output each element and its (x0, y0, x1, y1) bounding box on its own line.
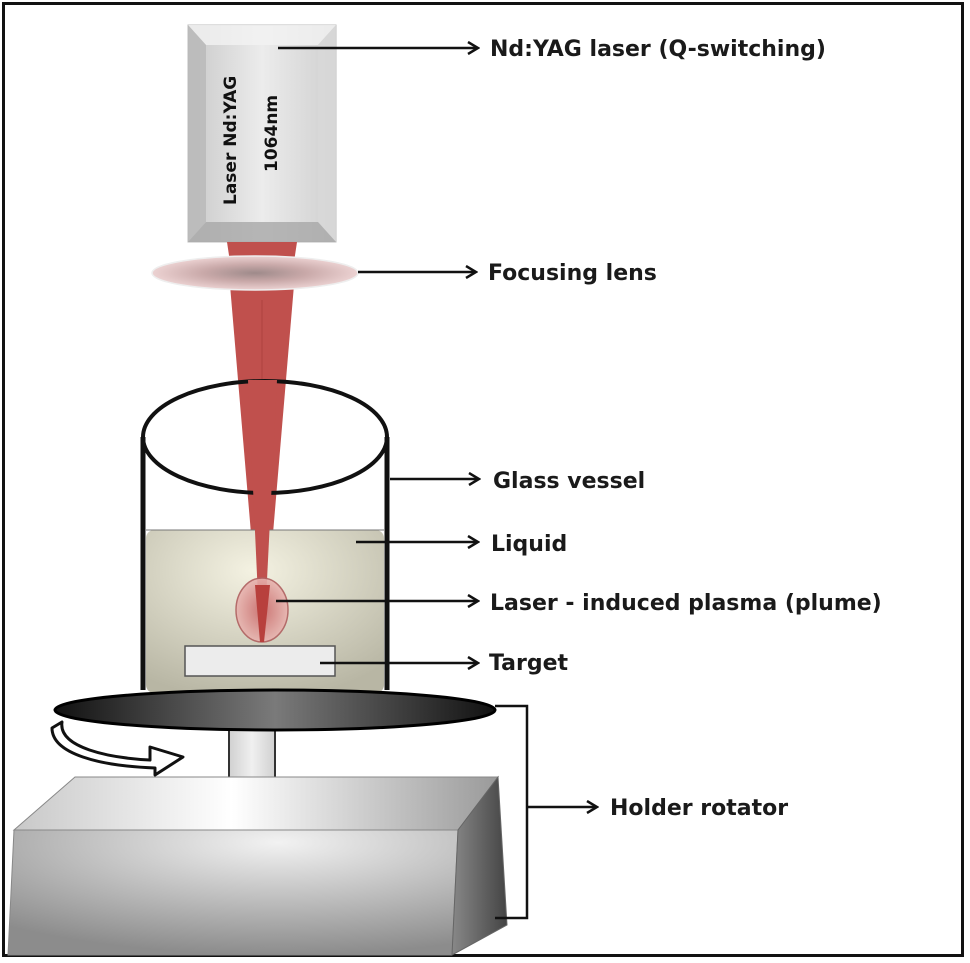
target (184, 645, 336, 677)
label-plasma: Laser - induced plasma (plume) (490, 591, 882, 616)
focusing-lens (151, 255, 359, 291)
label-target: Target (489, 651, 569, 676)
rotation-arrow-icon (50, 720, 185, 777)
rotator-base (7, 775, 508, 956)
holder-rotator-bracket (495, 704, 529, 920)
rotating-platform (53, 688, 497, 732)
rotator-shaft (228, 729, 276, 781)
label-lens: Focusing lens (488, 261, 657, 286)
laser-label-line1: Laser Nd:YAG (221, 76, 241, 205)
laser-beam-in-liquid (248, 380, 277, 640)
label-liquid: Liquid (491, 532, 567, 557)
label-vessel: Glass vessel (493, 469, 645, 494)
laser-head: Laser Nd:YAG 1064nm (187, 24, 337, 243)
label-rotator: Holder rotator (610, 796, 788, 821)
laser-label-line2: 1064nm (262, 95, 282, 172)
label-laser: Nd:YAG laser (Q-switching) (490, 37, 826, 62)
